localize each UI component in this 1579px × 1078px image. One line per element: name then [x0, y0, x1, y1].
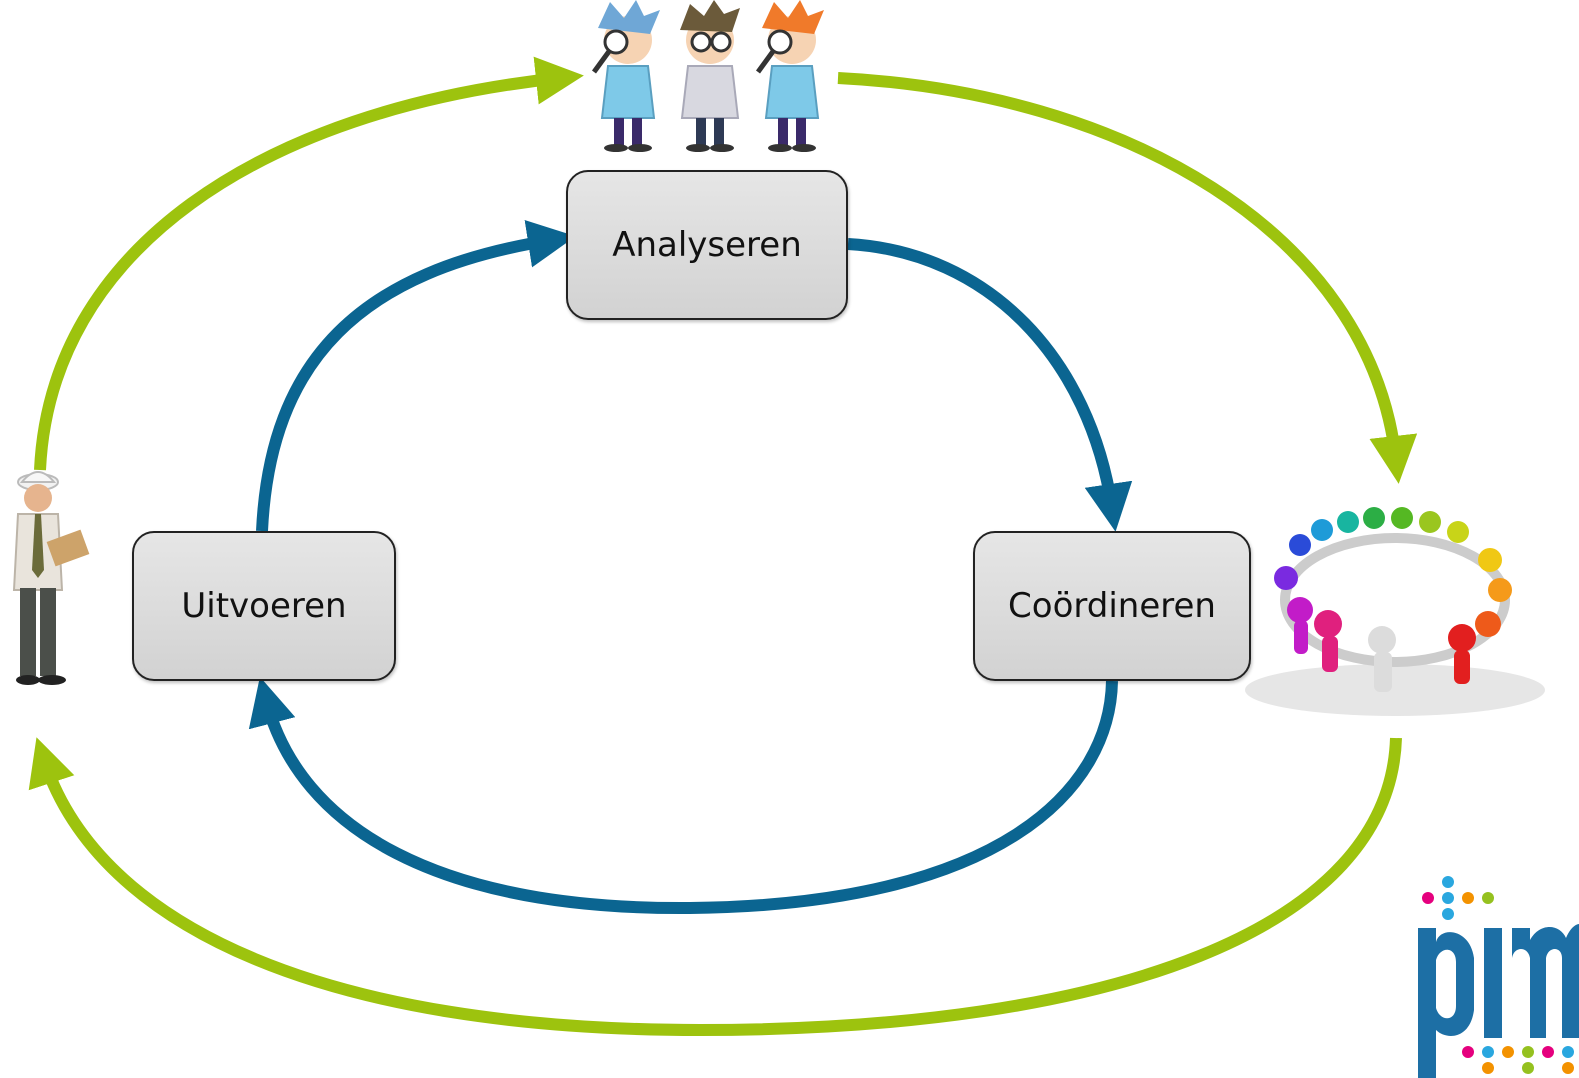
inner-arrow-analyseren-to-coordineren [847, 238, 1133, 532]
worker-icon [12, 471, 90, 685]
outer-arrow-scientists-to-team [837, 72, 1418, 484]
stage-label-analyseren: Analyseren [612, 225, 802, 265]
pim-logo [1418, 876, 1579, 1078]
inner-arrow-uitvoeren-to-analyseren [256, 220, 576, 532]
stage-label-uitvoeren: Uitvoeren [181, 586, 347, 626]
outer-arrow-team-to-worker [28, 737, 1402, 1037]
scientists-icon [591, 0, 824, 152]
stage-box-coordineren: Coördineren [973, 531, 1251, 681]
stage-box-uitvoeren: Uitvoeren [132, 531, 396, 681]
team-circle-icon [1245, 507, 1545, 716]
inner-arrow-coordineren-to-uitvoeren [248, 676, 1118, 915]
outer-arrow-worker-to-scientists [34, 56, 584, 471]
stage-box-analyseren: Analyseren [566, 170, 848, 320]
stage-label-coordineren: Coördineren [1008, 586, 1216, 626]
